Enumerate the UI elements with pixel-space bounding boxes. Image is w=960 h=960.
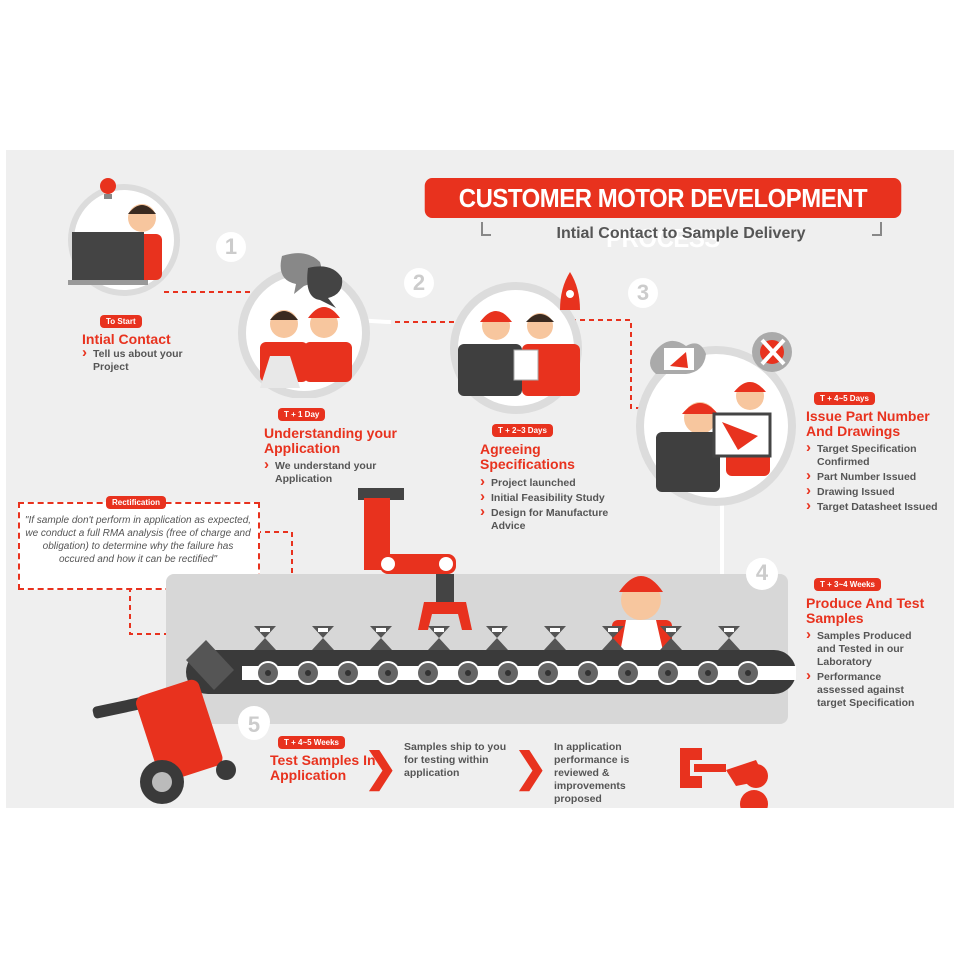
understanding-illustration: [238, 253, 370, 398]
step-part-title: Issue Part Number And Drawings: [806, 408, 930, 439]
step-2-text: We understand your Application: [264, 458, 384, 488]
step-2-number: 2: [404, 268, 434, 298]
step-5-title: Test Samples In Application: [270, 752, 376, 783]
product-box: [254, 626, 276, 650]
roller-hub: [625, 670, 631, 676]
product-box-label: [608, 628, 618, 632]
product-box: [486, 626, 508, 650]
step-4-badge: T + 3~4 Weeks: [814, 578, 881, 591]
chevron-right-icon-2: ❯: [514, 746, 548, 790]
product-box: [312, 626, 334, 650]
roller-hub: [385, 670, 391, 676]
page-subtitle: Intial Contact to Sample Delivery: [556, 225, 806, 242]
product-box-label: [724, 628, 734, 632]
step-3-bullets: Project launched Initial Feasibility Stu…: [480, 475, 610, 535]
page-title: CUSTOMER MOTOR DEVELOPMENT PROCESS: [424, 178, 902, 253]
step-4-title: Produce And Test Samples: [806, 595, 925, 626]
roller-hub: [345, 670, 351, 676]
subtitle-bracket-right: [872, 222, 882, 236]
roller-hub: [505, 670, 511, 676]
step-2-title: Understanding your Application: [264, 425, 398, 456]
roller-hub: [585, 670, 591, 676]
robot-arm-icon-small: [680, 748, 768, 808]
laptop-icon: [72, 232, 144, 282]
product-box-label: [492, 628, 502, 632]
speech-bubble-icon: [280, 253, 322, 294]
specifications-illustration: [450, 272, 582, 414]
roller-hub: [465, 670, 471, 676]
product-box: [370, 626, 392, 650]
step-3-badge: T + 2~3 Days: [492, 424, 553, 437]
product-box-label: [550, 628, 560, 632]
rectification-badge: Rectification: [106, 496, 167, 509]
step-2-badge: T + 1 Day: [278, 408, 326, 421]
roller-hub: [745, 670, 751, 676]
roller-hub: [545, 670, 551, 676]
step-5-number: 5: [239, 710, 269, 740]
infographic-canvas: CUSTOMER MOTOR DEVELOPMENT PROCESS Intia…: [6, 150, 954, 808]
rectification-quote: "If sample don't perform in application …: [24, 515, 252, 565]
step-1-number: 1: [216, 232, 246, 262]
product-box: [544, 626, 566, 650]
product-box: [602, 626, 624, 650]
robot-arm-icon: [358, 488, 472, 630]
step-1-badge: To Start: [100, 315, 142, 328]
product-box-label: [260, 628, 270, 632]
step-1-text: Tell us about your Project: [82, 346, 192, 376]
roller-hub: [425, 670, 431, 676]
step-1-title: Intial Contact: [82, 331, 171, 347]
step-5-badge: T + 4~5 Weeks: [278, 736, 345, 749]
contact-illustration: [68, 178, 180, 296]
subtitle-bracket-left: [481, 222, 491, 236]
step-5-flow-2: In application performance is reviewed &…: [554, 741, 630, 805]
lightbulb-icon: [100, 178, 116, 194]
step-3-title: Agreeing Specifications: [480, 441, 575, 472]
roller-hub: [665, 670, 671, 676]
roller-hub: [265, 670, 271, 676]
roller-hub: [305, 670, 311, 676]
step-4-bullets: Samples Produced and Tested in our Labor…: [806, 628, 930, 712]
product-box-label: [376, 628, 386, 632]
product-box-label: [666, 628, 676, 632]
clipboard-icon: [513, 349, 539, 381]
chevron-right-icon: ❯: [364, 746, 398, 790]
tools-icon: [760, 338, 786, 366]
step-4-number: 4: [747, 558, 777, 588]
step-3-number: 3: [628, 278, 658, 308]
product-box-label: [318, 628, 328, 632]
hand-truck-icon: [92, 679, 236, 804]
roller-hub: [705, 670, 711, 676]
product-box: [428, 626, 450, 650]
product-box: [660, 626, 682, 650]
product-box: [718, 626, 740, 650]
step-part-badge: T + 4~5 Days: [814, 392, 875, 405]
drawings-illustration: [636, 332, 796, 506]
step-5-flow-1: Samples ship to you for testing within a…: [404, 741, 507, 779]
product-box-label: [434, 628, 444, 632]
step-part-bullets: Target Specification Confirmed Part Numb…: [806, 441, 946, 516]
